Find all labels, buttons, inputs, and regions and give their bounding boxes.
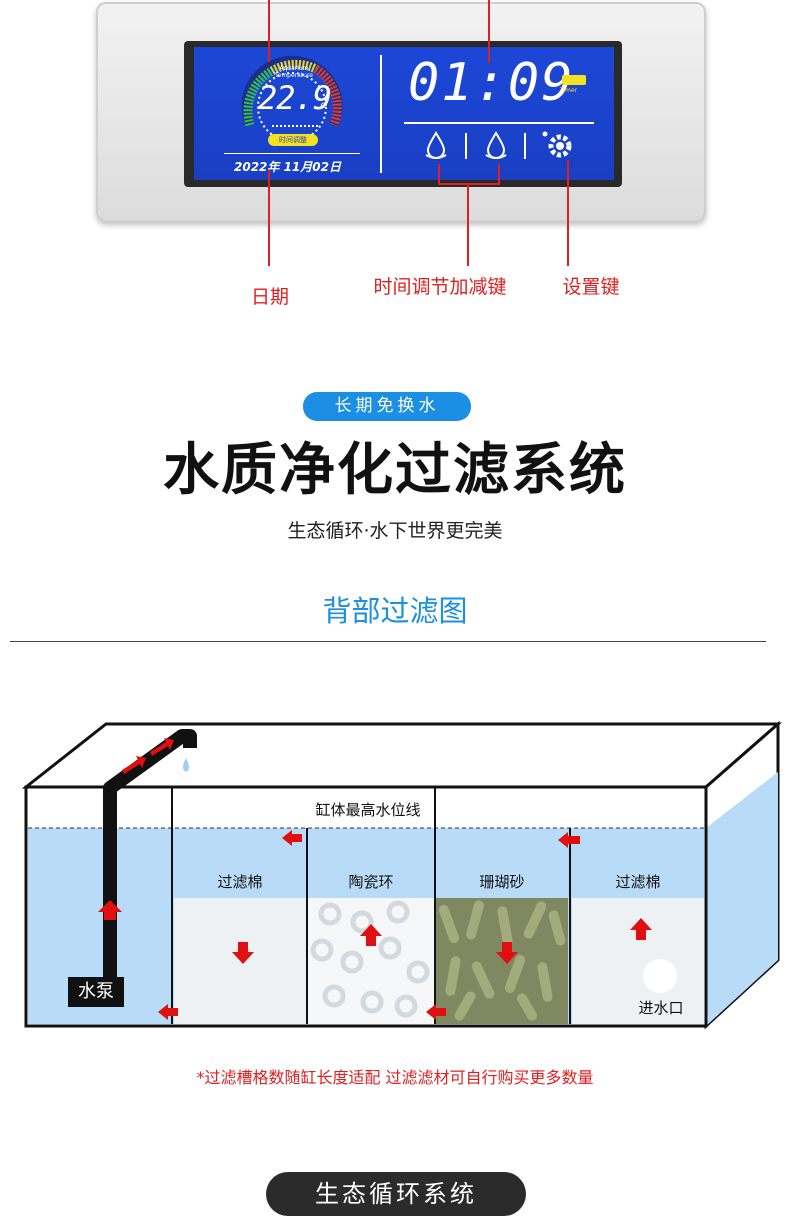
timer-badge: Timer xyxy=(560,87,578,94)
callout-line-settings xyxy=(567,160,569,266)
mode-badge: 时间调整 xyxy=(268,134,318,146)
time-plus-button[interactable] xyxy=(482,131,510,159)
date-divider xyxy=(224,153,360,154)
arrow-diagonal-icon xyxy=(150,738,174,756)
water-drop-icon xyxy=(183,758,189,772)
callout-line-time-adjust xyxy=(467,184,469,266)
compartment-label-coral-sand: 珊瑚砂 xyxy=(479,873,525,891)
flow-arrows xyxy=(98,738,652,1020)
arrow-left-icon xyxy=(426,1004,446,1020)
callout-time-adjust-label: 时间调节加减键 xyxy=(373,276,507,298)
arrow-up-icon xyxy=(630,918,652,940)
tank-top-face xyxy=(21,722,782,789)
filter-cotton-block-1 xyxy=(174,898,306,1024)
temperature-unit: c xyxy=(320,100,327,111)
arrow-left-icon xyxy=(558,832,580,848)
diagram-heading: 背部过滤图 xyxy=(322,594,468,628)
filter-cotton-block-2 xyxy=(572,898,704,1024)
compartment-label-filter-cotton-2: 过滤棉 xyxy=(615,873,661,891)
time-minus-button[interactable] xyxy=(422,131,450,159)
inlet-label: 进水口 xyxy=(638,999,684,1017)
temperature-gauge xyxy=(241,55,343,142)
feature-pill: 长期免换水 xyxy=(303,392,471,421)
screen-separator xyxy=(380,55,382,173)
callout-line-top-right xyxy=(488,0,490,63)
callout-line-date xyxy=(268,170,270,266)
filter-note: *过滤槽格数随缸长度适配 过滤滤材可自行购买更多数量 xyxy=(196,1068,594,1087)
timer-indicator xyxy=(562,75,586,85)
section-subtitle: 生态循环·水下世界更完美 xyxy=(287,520,503,542)
ecology-cycle-pill: 生态循环系统 xyxy=(266,1172,526,1216)
gear-icon xyxy=(542,131,572,158)
callout-line-minus xyxy=(438,164,440,184)
compartment-label-ceramic-ring: 陶瓷环 xyxy=(348,873,394,891)
water-drop-icon xyxy=(425,131,447,159)
button-separator xyxy=(524,133,526,159)
callout-bracket xyxy=(438,183,500,185)
callout-settings-label: 设置键 xyxy=(562,276,620,298)
right-face-water xyxy=(706,772,778,1026)
time-divider xyxy=(404,122,594,124)
arrow-down-icon xyxy=(496,942,518,964)
ceramic-rings xyxy=(310,900,430,1018)
arrow-left-icon xyxy=(282,830,302,846)
settings-button[interactable] xyxy=(540,129,576,161)
compartment-label-filter-cotton-1: 过滤棉 xyxy=(217,873,263,891)
callout-line-plus xyxy=(498,164,500,184)
arrow-down-icon xyxy=(232,942,254,964)
section-title: 水质净化过滤系统 xyxy=(163,438,627,503)
date-display: 2022年 11月02日 xyxy=(234,160,341,174)
max-water-line-label: 缸体最高水位线 xyxy=(315,801,421,819)
heading-divider xyxy=(10,641,766,642)
button-separator xyxy=(465,133,467,159)
arrow-diagonal-icon xyxy=(122,756,146,774)
arrow-left-icon xyxy=(158,1004,178,1020)
coral-sand-pellets xyxy=(438,900,566,1021)
arrow-up-icon xyxy=(360,924,382,946)
temperature-value: 22.9 xyxy=(258,79,332,117)
filter-tank-diagram xyxy=(21,720,782,1030)
time-display: 01:09 xyxy=(408,53,575,113)
callout-date-label: 日期 xyxy=(250,286,289,308)
water-drop-icon xyxy=(485,131,507,159)
aquarium-label: Aquarium xyxy=(279,65,309,72)
temperature-label: Temperature xyxy=(274,72,313,79)
pump-pipe xyxy=(103,729,197,988)
arrow-up-icon xyxy=(98,900,122,920)
dotted-divider xyxy=(272,125,318,128)
pump-label: 水泵 xyxy=(68,977,124,1007)
lcd-screen: Aquarium Temperature 22.9 c 时间调整 2022年 1… xyxy=(194,47,614,180)
callout-line-top-left xyxy=(268,0,270,62)
water-inlet xyxy=(643,959,677,993)
